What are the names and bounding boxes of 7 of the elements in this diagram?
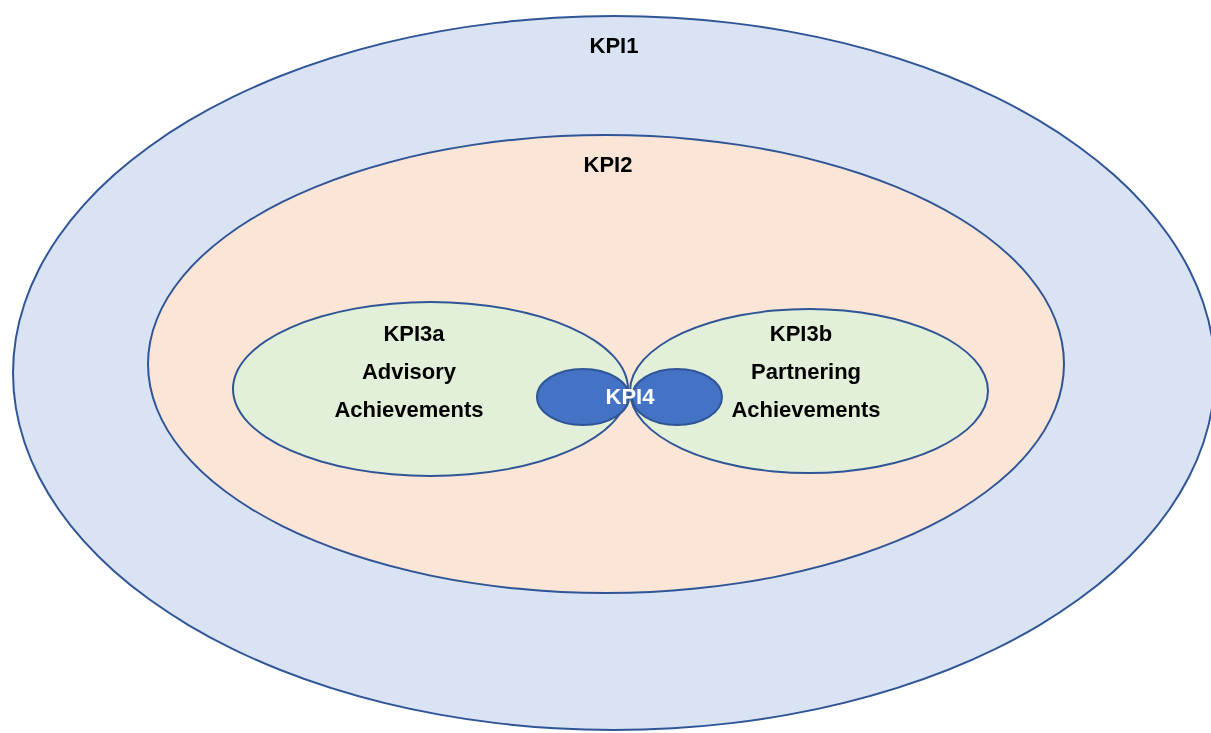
ellipse-label: KPI2 [582,151,634,179]
ellipse-label: KPI4 [604,383,656,411]
ellipse-label: KPI3b [768,320,834,348]
ellipse-label: KPI1 [588,32,640,60]
ellipse-description: Partnering Achievements [730,358,882,424]
ellipse-description: Advisory Achievements [333,358,485,424]
ellipse-label: KPI3a [382,320,446,348]
